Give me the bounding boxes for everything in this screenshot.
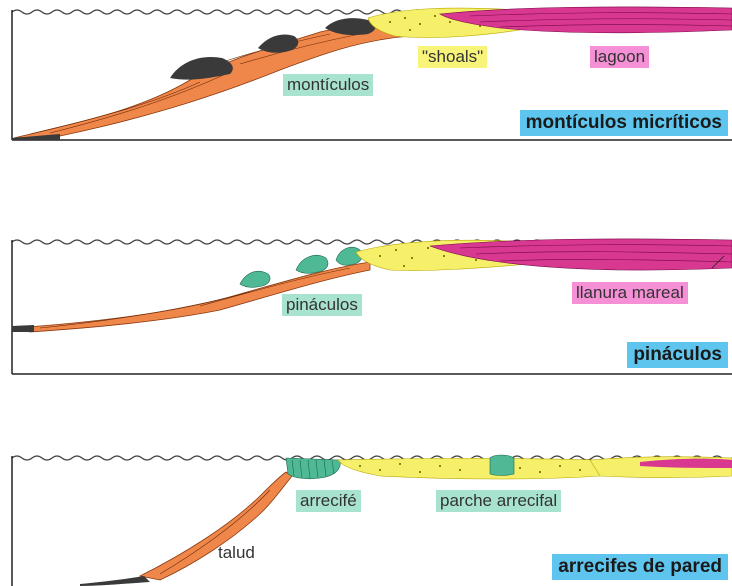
panel-micritic-mounds: montículos "shoals" lagoon montículos mi… <box>0 0 732 150</box>
basin-micrite <box>12 325 34 332</box>
pinnacle-1 <box>240 271 270 287</box>
label-pinnacles: pináculos <box>282 294 362 316</box>
panel-wall-reefs: arrecifé parche arrecifal talud arrecife… <box>0 446 732 586</box>
panel-title-pinnacles: pináculos <box>627 342 728 368</box>
pinnacle-2 <box>296 255 328 273</box>
label-patch-reef: parche arrecifal <box>436 490 561 512</box>
pinnacle-3 <box>336 247 362 265</box>
patch-reef <box>490 455 514 476</box>
shoal-sands <box>338 459 600 480</box>
panel-title-wall-reefs: arrecifes de pared <box>552 554 728 580</box>
panel-title-micritic-mounds: montículos micríticos <box>520 110 728 136</box>
basin-micrite <box>80 576 150 586</box>
label-mounds: montículos <box>283 74 373 96</box>
label-reef: arrecifé <box>296 490 361 512</box>
panel-pinnacles: pináculos llanura mareal pináculos <box>0 228 732 378</box>
label-shoals: "shoals" <box>418 46 487 68</box>
label-tidal-flat: llanura mareal <box>572 282 688 304</box>
label-slope: talud <box>214 542 259 564</box>
label-lagoon: lagoon <box>590 46 649 68</box>
